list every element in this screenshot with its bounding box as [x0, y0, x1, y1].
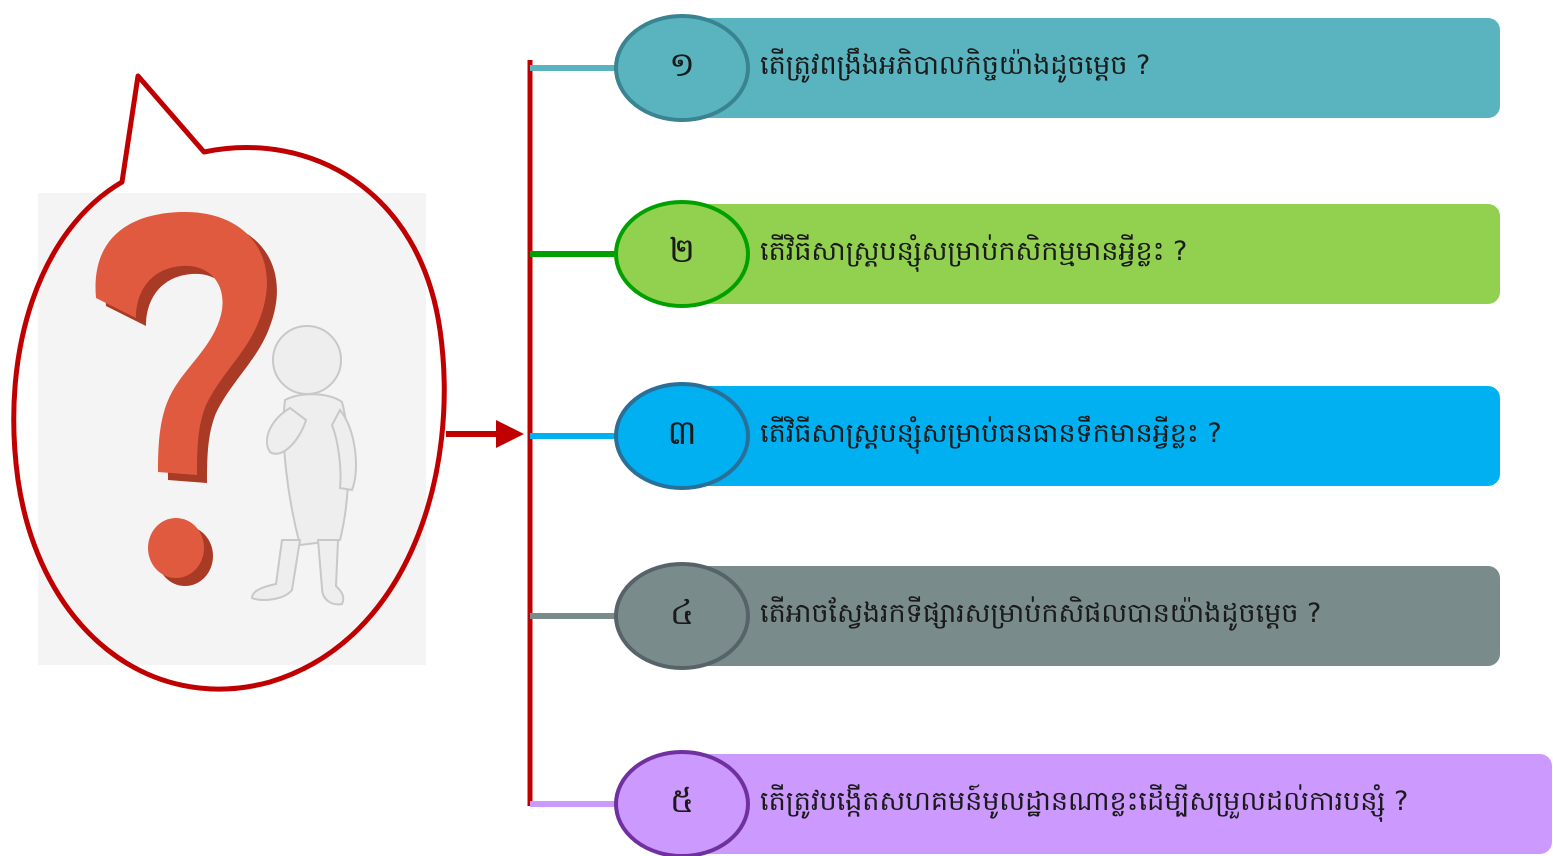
question-text: តើអាចស្វែងរកទីផ្សារសម្រាប់កសិផលបានយ៉ាងដូ… — [760, 597, 1322, 629]
question-item-2 — [530, 200, 1500, 308]
thinking-person-figure — [250, 325, 357, 606]
question-bar — [680, 386, 1500, 486]
number-circle — [614, 750, 750, 856]
number-circle — [614, 200, 750, 308]
number-circle — [614, 382, 750, 490]
question-bar — [680, 566, 1500, 666]
question-number: ៥ — [669, 781, 695, 821]
question-item-5 — [530, 750, 1552, 856]
question-bar — [680, 754, 1552, 854]
speech-bubble-outline — [11, 73, 447, 692]
question-text: តើវិធីសាស្ត្របន្សុំសម្រាប់កសិកម្មមានអ្វី… — [760, 235, 1188, 267]
question-bar — [680, 204, 1500, 304]
question-mark-thinking-person-illustration — [95, 212, 357, 606]
question-item-3 — [530, 382, 1500, 490]
question-item-1 — [530, 14, 1500, 122]
number-circle — [614, 562, 750, 670]
question-mark-icon — [95, 212, 277, 586]
question-list — [530, 14, 1552, 856]
question-number: ៤ — [669, 593, 695, 633]
question-text: តើត្រូវបង្កើតសហគមន៍មូលដ្ឋានណាខ្លះដើម្បីស… — [760, 785, 1409, 817]
question-bar — [680, 18, 1500, 118]
question-text: តើវិធីសាស្ត្របន្សុំសម្រាប់ធនធានទឹកមានអ្វ… — [760, 417, 1222, 449]
number-circle — [614, 14, 750, 122]
question-number: ២ — [669, 231, 695, 271]
question-number: ៣ — [667, 413, 697, 453]
arrow-right-icon — [446, 420, 524, 448]
question-item-4 — [530, 562, 1500, 670]
question-number: ១ — [669, 45, 695, 85]
question-text: តើត្រូវពង្រឹងអភិបាលកិច្ចយ៉ាងដូចម្តេច ? — [760, 49, 1151, 81]
